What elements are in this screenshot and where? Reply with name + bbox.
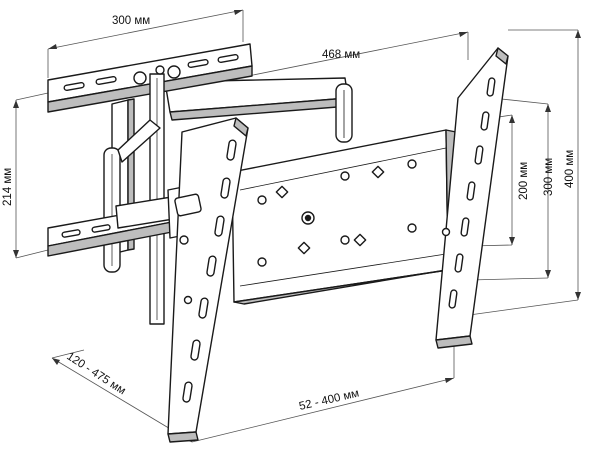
right-bracket xyxy=(435,47,509,349)
label-vesa-200: 200 мм xyxy=(518,162,530,200)
label-wall-plate-height: 214 мм xyxy=(2,168,14,206)
label-wall-plate-width: 300 мм xyxy=(112,15,150,27)
tv-plate xyxy=(231,129,459,305)
label-vesa-400: 400 мм xyxy=(564,150,576,188)
tilt-knob xyxy=(174,193,202,217)
label-vesa-300: 300 мм xyxy=(543,158,555,196)
label-wall-distance: 120 - 475 мм xyxy=(64,350,127,397)
label-max-vesa-width: 468 мм xyxy=(322,49,360,61)
label-vertical-arm-spacing: 52 - 400 мм xyxy=(298,387,360,412)
arm-end-joint xyxy=(335,83,353,143)
mount-body xyxy=(47,43,509,443)
